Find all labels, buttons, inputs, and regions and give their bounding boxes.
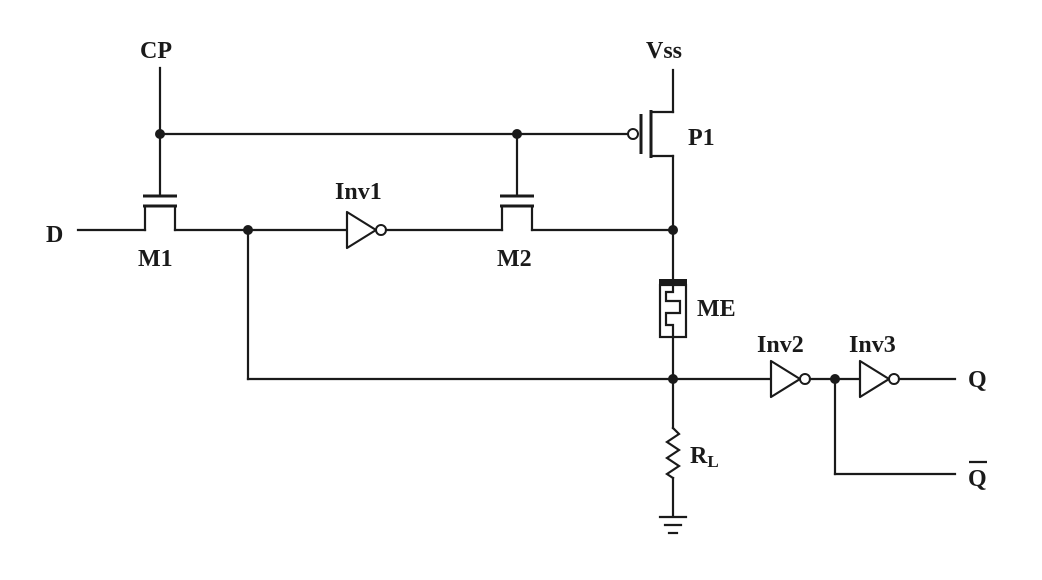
inv2-label: Inv2 — [757, 332, 804, 358]
inv1-label: Inv1 — [335, 179, 382, 205]
q-label: Q — [968, 367, 987, 393]
output-node — [668, 374, 678, 430]
m1-transistor — [143, 194, 177, 232]
cp-net — [155, 66, 630, 197]
m2-label: M2 — [497, 246, 532, 272]
inv3-gate — [858, 359, 957, 399]
cp-label: CP — [140, 38, 172, 64]
p1-transistor — [627, 68, 675, 282]
rl-label-subscript: L — [707, 452, 718, 471]
inv1-gate — [345, 210, 504, 250]
p1-label: P1 — [688, 125, 715, 151]
me-element — [658, 279, 688, 381]
inv2-gate — [769, 359, 957, 476]
vss-label: Vss — [646, 38, 682, 64]
d-label: D — [46, 222, 63, 248]
d-net — [76, 225, 772, 381]
m2-transistor — [500, 194, 534, 232]
rl-resistor — [665, 426, 681, 517]
m2-p1-net — [530, 225, 678, 235]
m1-label: M1 — [138, 246, 173, 272]
gate-bus-junction-dot — [512, 129, 522, 139]
inv3-label: Inv3 — [849, 332, 896, 358]
me-label: ME — [697, 296, 736, 322]
rl-label-main: R — [690, 443, 708, 469]
q-bar-label: Q — [968, 466, 987, 492]
rl-label: RL — [690, 443, 719, 471]
ground-icon — [658, 515, 688, 535]
cp-junction-dot — [155, 129, 165, 139]
